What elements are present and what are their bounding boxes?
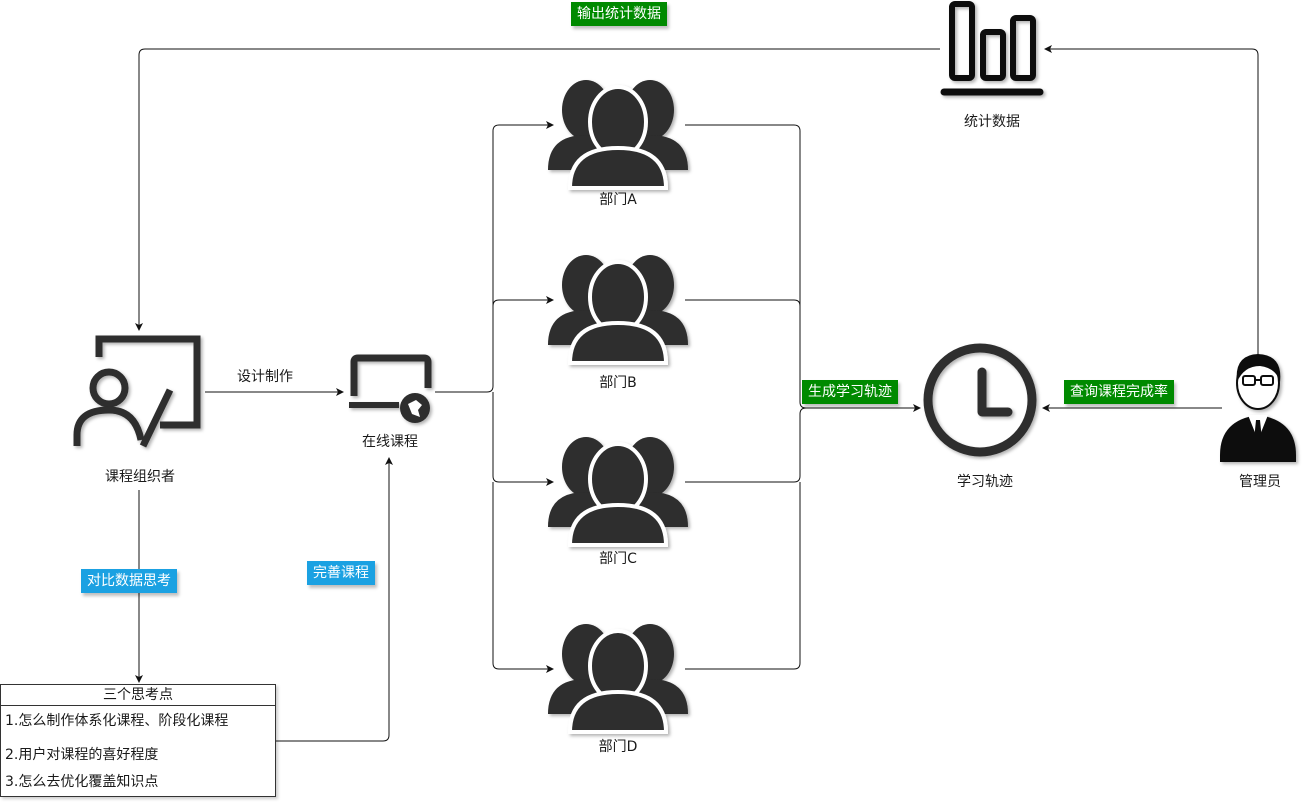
thinking-point-item: 2.用户对课程的喜好程度	[5, 747, 159, 763]
thinking-points-box: 三个思考点 1.怎么制作体系化课程、阶段化课程 2.用户对课程的喜好程度 3.怎…	[0, 684, 276, 797]
edge-admin-to-stats	[1044, 45, 1259, 355]
design-edge-label: 设计制作	[237, 369, 293, 385]
learning-track-label: 学习轨迹	[957, 474, 1013, 490]
admin-person-icon	[1220, 354, 1296, 462]
edge-course-to-dept-b	[492, 296, 554, 307]
bar-chart-icon	[940, 1, 1044, 96]
group-icon-dept-a	[546, 78, 690, 190]
edge-dept-c-to-track	[685, 407, 807, 483]
organizer-label: 课程组织者	[105, 469, 175, 485]
query-completion-tag: 查询课程完成率	[1064, 380, 1174, 404]
admin-label: 管理员	[1239, 474, 1281, 490]
dept-c-label: 部门C	[599, 551, 637, 567]
thinking-point-item: 1.怎么制作体系化课程、阶段化课程	[5, 713, 229, 729]
dept-d-label: 部门D	[598, 739, 638, 755]
group-icon-dept-c	[546, 435, 690, 547]
edge-output-stats	[135, 48, 940, 331]
edge-course-to-dept-a	[435, 121, 554, 393]
dept-a-label: 部门A	[599, 192, 637, 208]
laptop-globe-icon	[349, 354, 432, 423]
thinking-points-title: 三个思考点	[1, 685, 275, 706]
edge-dept-a-to-track	[685, 124, 921, 412]
edge-dept-b-to-track	[685, 299, 801, 307]
output-stats-tag: 输出统计数据	[571, 2, 667, 26]
teacher-icon	[73, 335, 201, 448]
edge-dept-d-to-track	[685, 482, 801, 670]
thinking-point-item: 3.怎么去优化覆盖知识点	[5, 774, 159, 790]
group-icon-dept-d	[546, 622, 690, 734]
compare-data-tag: 对比数据思考	[81, 569, 177, 593]
edge-course-to-dept-c	[492, 392, 554, 486]
edge-improve-course	[276, 457, 393, 742]
group-icon-dept-b	[546, 253, 690, 365]
clock-icon	[923, 343, 1037, 457]
online-course-label: 在线课程	[362, 434, 418, 450]
statistics-label: 统计数据	[964, 114, 1020, 130]
improve-course-tag: 完善课程	[307, 561, 375, 585]
dept-b-label: 部门B	[599, 375, 637, 391]
edge-course-to-dept-d	[492, 482, 554, 673]
generate-track-tag: 生成学习轨迹	[802, 380, 898, 404]
